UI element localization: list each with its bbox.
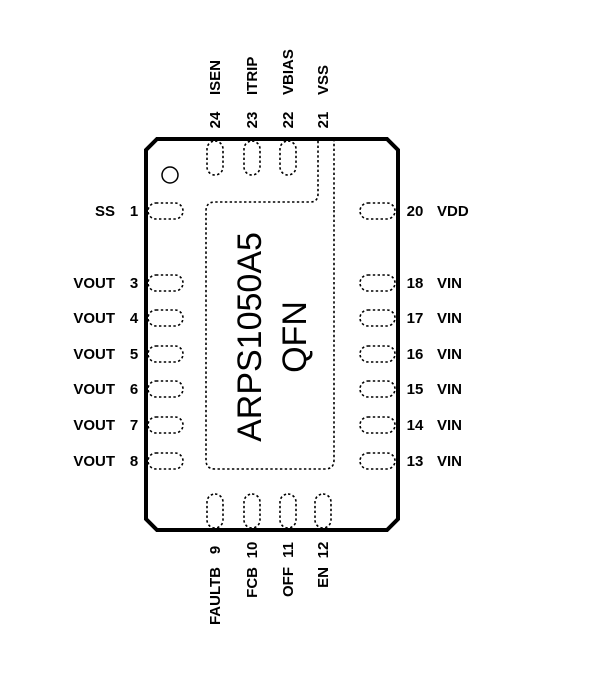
- pin-name-label: VOUT: [73, 310, 115, 327]
- pin-20-vdd: 20 VDD: [359, 202, 469, 220]
- pin-pad: [279, 493, 297, 529]
- package-body: [144, 137, 400, 532]
- exposed-pad: [205, 139, 335, 470]
- pin-number-label: 9: [207, 546, 224, 554]
- pin-number-label: 12: [315, 542, 332, 559]
- pin-number-label: 24: [207, 111, 224, 128]
- package-label: QFN: [276, 301, 314, 373]
- pin-name-label: VOUT: [73, 453, 115, 470]
- pin-pad: [243, 140, 261, 176]
- pin-name-label: FCB: [244, 567, 261, 598]
- pin-name-label: ITRIP: [244, 57, 261, 95]
- pin-number-label: 4: [130, 310, 139, 327]
- pin-name-label: VIN: [437, 275, 462, 292]
- pin-pad: [359, 416, 396, 434]
- pin-name-label: ISEN: [207, 60, 224, 95]
- pin-pad: [147, 380, 184, 398]
- pin-1-ss: SS 1: [95, 202, 184, 220]
- pin-pad: [243, 493, 261, 529]
- pin-pad: [147, 452, 184, 470]
- pin-name-label: SS: [95, 203, 115, 220]
- pin-name-label: VOUT: [73, 275, 115, 292]
- pin-number-label: 1: [130, 203, 138, 220]
- pin-number-label: 10: [244, 542, 261, 559]
- pin-name-label: VBIAS: [280, 49, 297, 95]
- pin-24-isen: 24 ISEN: [206, 60, 224, 176]
- pin-pad: [359, 452, 396, 470]
- pin-number-label: 5: [130, 346, 138, 363]
- pin-name-label: EN: [315, 567, 332, 588]
- pin-number-label: 11: [280, 542, 297, 558]
- pin-21-vss: 21 VSS: [315, 65, 332, 128]
- pin-pad: [147, 274, 184, 292]
- pin-name-label: VIN: [437, 346, 462, 363]
- pin-13-vin: 13 VIN: [359, 452, 462, 470]
- top-pin-group: 24 ISEN 23 ITRIP 22 VBIAS 21 VSS: [206, 49, 332, 176]
- pin-14-vin: 14 VIN: [359, 416, 462, 434]
- pin-23-itrip: 23 ITRIP: [243, 57, 261, 176]
- pin-number-label: 18: [407, 275, 424, 292]
- pin-name-label: VIN: [437, 453, 462, 470]
- pin-number-label: 16: [407, 346, 424, 363]
- pin-17-vin: 17 VIN: [359, 309, 462, 327]
- pin-name-label: VSS: [315, 65, 332, 95]
- pin-15-vin: 15 VIN: [359, 380, 462, 398]
- pin-8-vout: VOUT 8: [73, 452, 184, 470]
- pin-name-label: VIN: [437, 310, 462, 327]
- pin-pad: [147, 345, 184, 363]
- pin-number-label: 20: [407, 203, 424, 220]
- pin-6-vout: VOUT 6: [73, 380, 184, 398]
- pin-number-label: 17: [407, 310, 424, 327]
- part-number-label: ARPS1050A5: [231, 232, 269, 442]
- pin-pad: [359, 309, 396, 327]
- pin-pad: [206, 140, 224, 176]
- pin-name-label: VDD: [437, 203, 469, 220]
- pin-number-label: 6: [130, 381, 138, 398]
- pin-pad: [147, 416, 184, 434]
- pin-name-label: VOUT: [73, 346, 115, 363]
- pin-pad: [359, 345, 396, 363]
- pin1-marker: [161, 166, 179, 184]
- pin-pad: [359, 380, 396, 398]
- pin-pad: [359, 202, 396, 220]
- pin-name-label: VIN: [437, 381, 462, 398]
- pin-pad: [359, 274, 396, 292]
- pin-name-label: OFF: [280, 567, 297, 597]
- pin-number-label: 14: [407, 417, 424, 434]
- pin-22-vbias: 22 VBIAS: [279, 49, 297, 176]
- pin-3-vout: VOUT 3: [73, 274, 184, 292]
- pin-name-label: VOUT: [73, 381, 115, 398]
- pin-number-label: 15: [407, 381, 424, 398]
- pin-number-label: 21: [315, 112, 332, 129]
- pin-4-vout: VOUT 4: [73, 309, 184, 327]
- pin-7-vout: VOUT 7: [73, 416, 184, 434]
- pin-number-label: 23: [244, 112, 261, 129]
- pin-pad: [147, 309, 184, 327]
- pin-pad: [206, 493, 224, 529]
- pin-16-vin: 16 VIN: [359, 345, 462, 363]
- pin-name-label: VOUT: [73, 417, 115, 434]
- pin-name-label: VIN: [437, 417, 462, 434]
- pin-pad: [314, 493, 332, 529]
- pin-18-vin: 18 VIN: [359, 274, 462, 292]
- pin-name-label: FAULTB: [207, 567, 224, 625]
- pin-pad: [279, 140, 297, 176]
- pin-number-label: 3: [130, 275, 138, 292]
- pin-5-vout: VOUT 5: [73, 345, 184, 363]
- pin-number-label: 8: [130, 453, 138, 470]
- pin-pad: [147, 202, 184, 220]
- pin-number-label: 13: [407, 453, 424, 470]
- pin-number-label: 22: [280, 112, 297, 129]
- pin-number-label: 7: [130, 417, 138, 434]
